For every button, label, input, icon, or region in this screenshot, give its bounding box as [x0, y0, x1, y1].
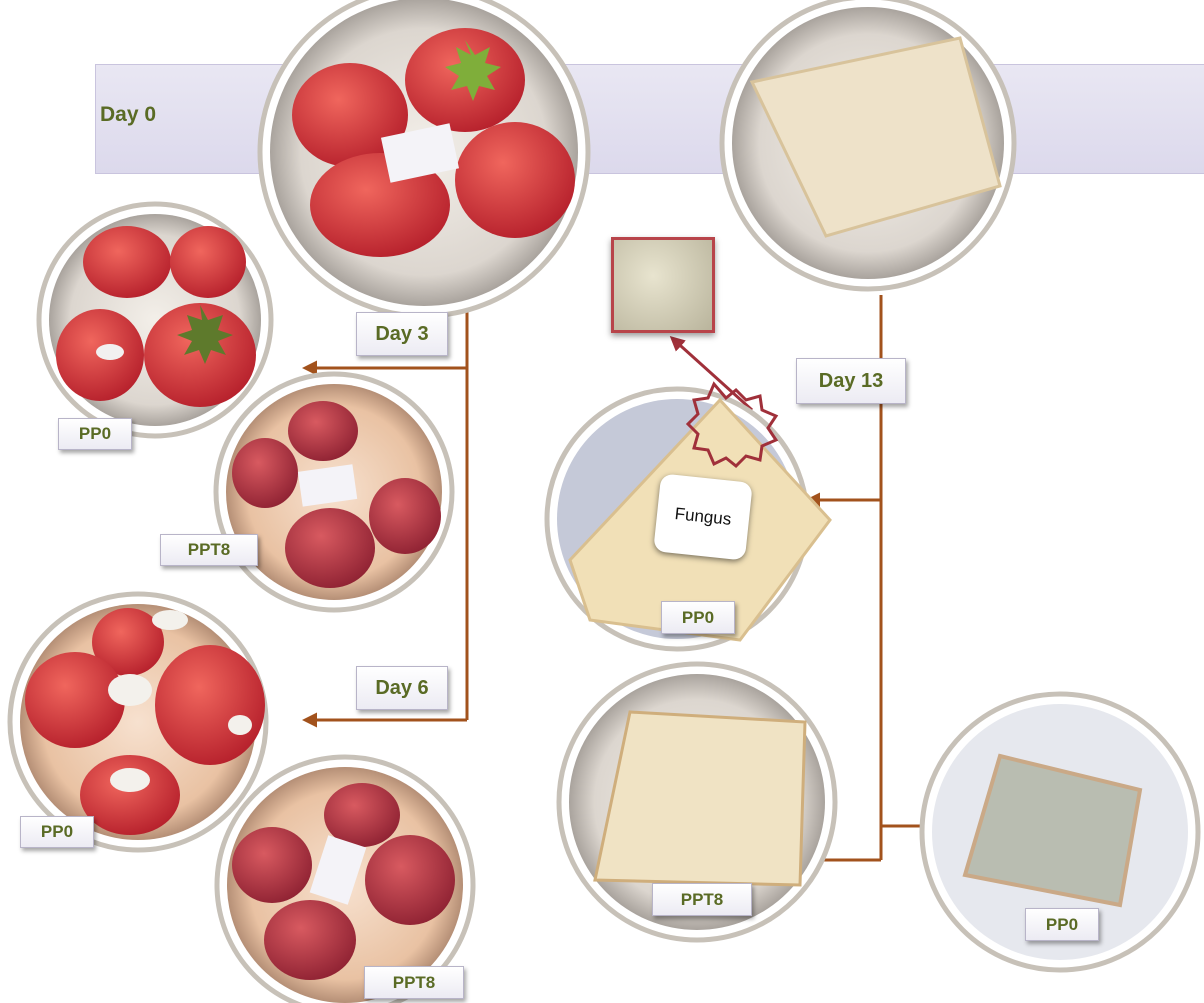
fungus-highlight: [685, 381, 779, 469]
tag-day3-ppt8: PPT8: [160, 534, 258, 566]
zoom-pointer: [669, 335, 754, 412]
day13-pp0-moldy-bread-plate: [919, 691, 1201, 973]
day3-pp0-strawberry-plate: [36, 201, 274, 439]
fungus-zoom-inset: [611, 237, 715, 333]
day6-label: Day 6: [356, 666, 448, 710]
tag-bread-pp0-right: PP0: [1025, 908, 1099, 941]
tag-day6-ppt8: PPT8: [364, 966, 464, 999]
fungus-callout: Fungus: [653, 473, 753, 561]
day0-strawberry-plate: [257, 0, 591, 319]
day3-label: Day 3: [356, 312, 448, 356]
tag-bread-ppt8: PPT8: [652, 883, 752, 916]
day13-ppt8-bread-plate: [556, 661, 838, 943]
tag-bread-pp0-top: PP0: [661, 601, 735, 634]
day0-bread-plate: [719, 0, 1017, 292]
tag-day3-pp0: PP0: [58, 418, 132, 450]
day3-ppt8-strawberry-plate: [213, 371, 455, 613]
day0-label: Day 0: [100, 103, 157, 126]
day6-ppt8-strawberry-plate: [214, 754, 476, 1003]
day13-label: Day 13: [796, 358, 906, 404]
day6-pp0-strawberry-plate: [7, 591, 269, 853]
tag-day6-pp0: PP0: [20, 816, 94, 848]
